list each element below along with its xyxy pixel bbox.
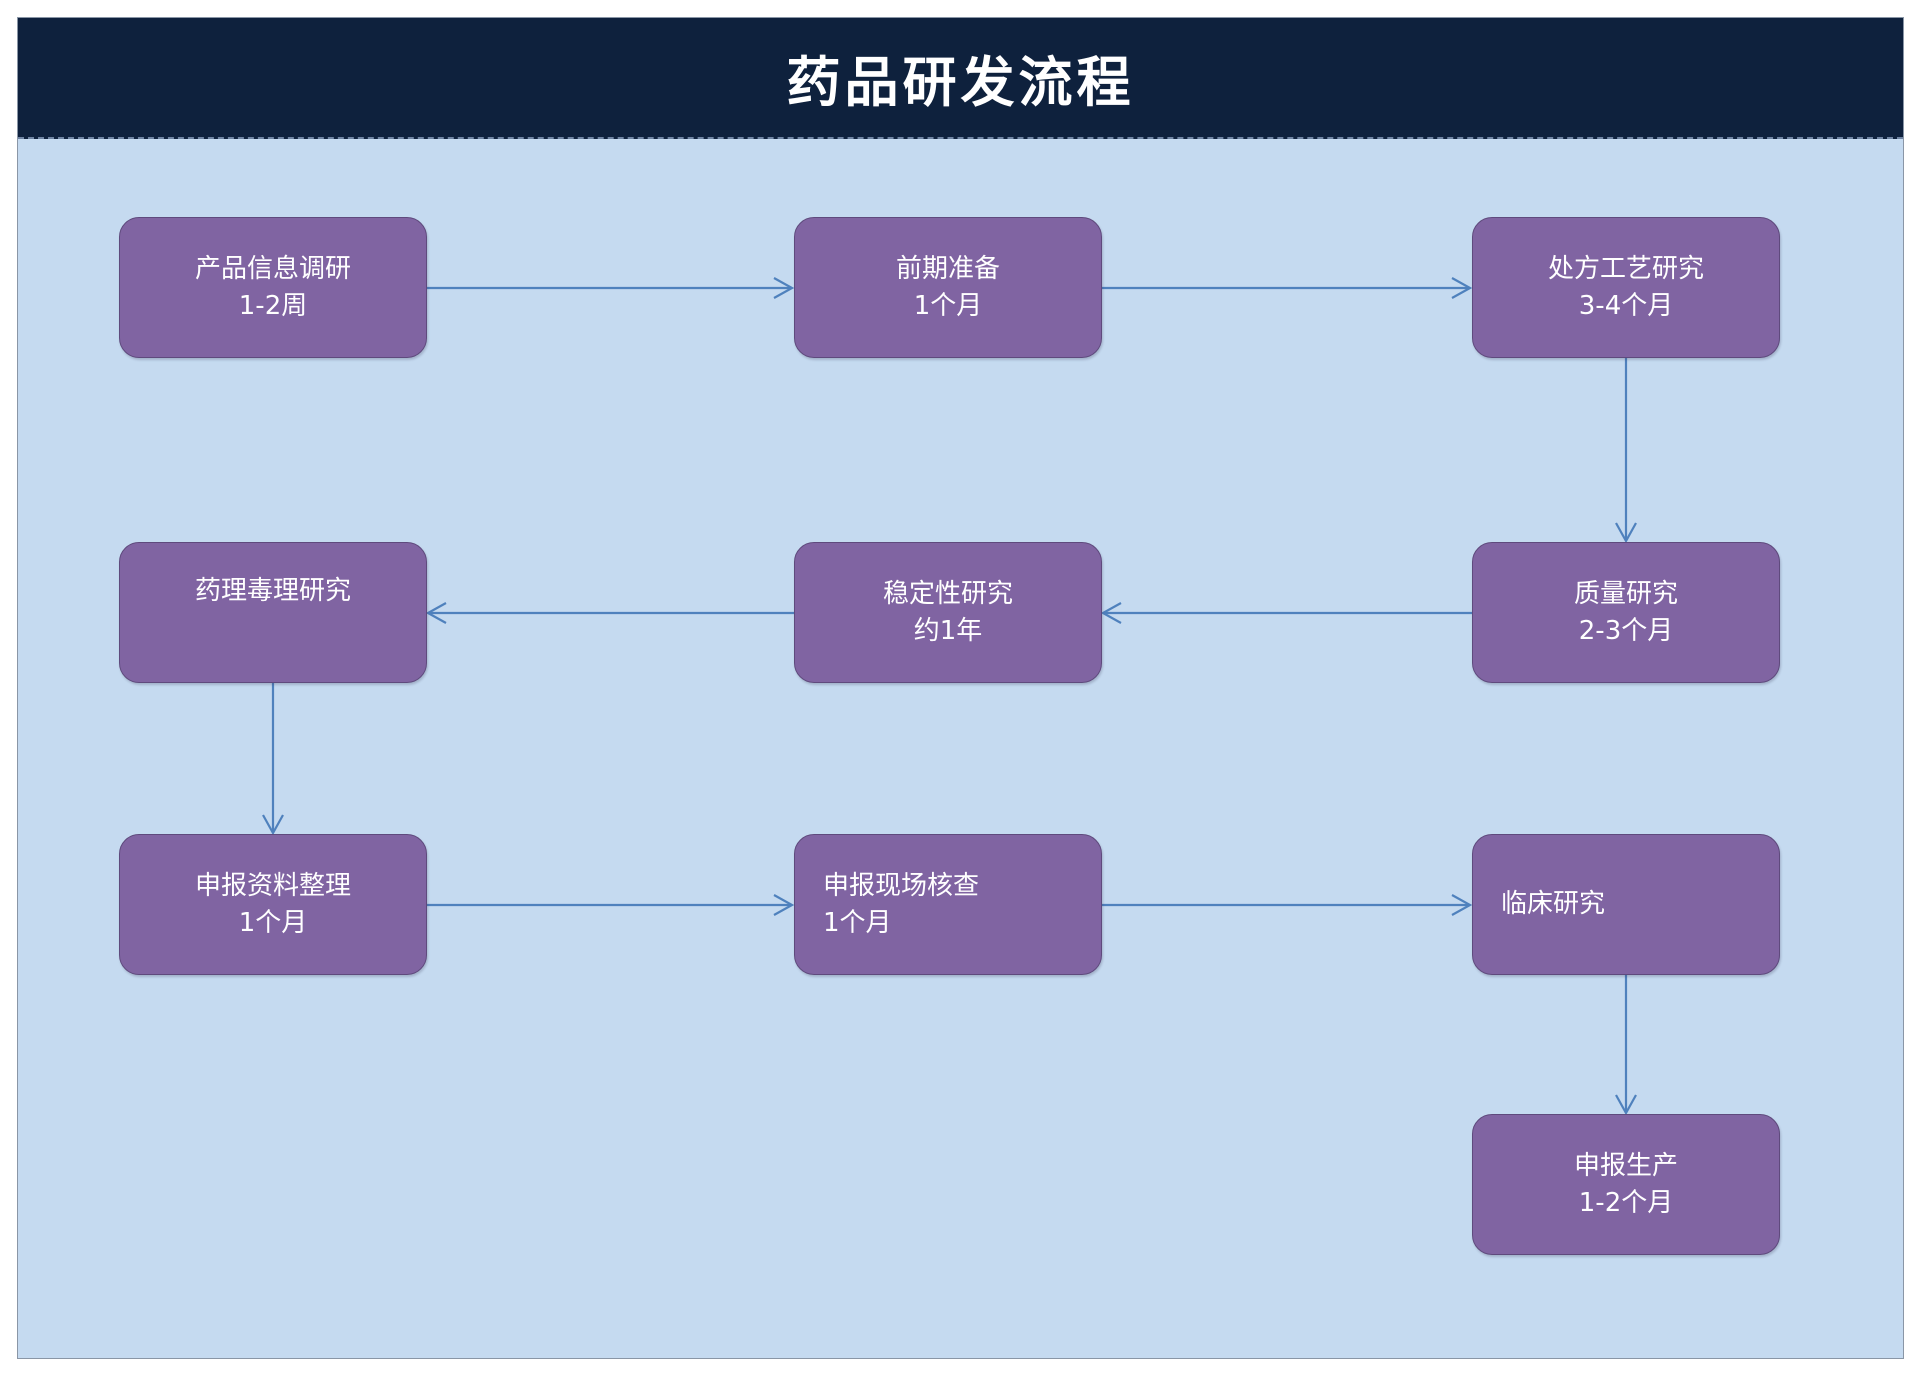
arrowhead-n6-n7 xyxy=(262,814,284,836)
arrowhead-n9-n10 xyxy=(1615,1094,1637,1116)
node-dossier-prep: 申报资料整理 1个月 xyxy=(119,834,427,975)
node-duration: 1个月 xyxy=(238,907,308,938)
node-preparation: 前期准备 1个月 xyxy=(794,217,1102,358)
node-site-inspection: 申报现场核查 1个月 xyxy=(794,834,1102,975)
arrowhead-n3-n4 xyxy=(1615,522,1637,544)
node-duration: 1-2周 xyxy=(238,290,308,321)
node-label: 申报资料整理 xyxy=(194,870,351,901)
arrowhead-n8-n9 xyxy=(1451,894,1473,916)
node-formulation-process: 处方工艺研究 3-4个月 xyxy=(1472,217,1780,358)
arrowhead-n5-n6 xyxy=(425,602,447,624)
node-label: 质量研究 xyxy=(1573,578,1678,609)
node-duration: 1个月 xyxy=(823,907,892,938)
node-quality: 质量研究 2-3个月 xyxy=(1472,542,1780,683)
node-label: 产品信息调研 xyxy=(194,253,351,284)
node-pharmacology-toxicology: 药理毒理研究 xyxy=(119,542,427,683)
node-stability: 稳定性研究 约1年 xyxy=(794,542,1102,683)
arrowhead-n4-n5 xyxy=(1100,602,1122,624)
arrowhead-n7-n8 xyxy=(773,894,795,916)
node-label: 申报现场核查 xyxy=(823,870,980,901)
title-bar: 药品研发流程 xyxy=(18,18,1903,139)
node-duration: 3-4个月 xyxy=(1578,290,1674,321)
arrowhead-n1-n2 xyxy=(773,277,795,299)
node-label: 药理毒理研究 xyxy=(194,576,351,606)
node-label: 申报生产 xyxy=(1573,1150,1678,1181)
arrowhead-n2-n3 xyxy=(1451,277,1473,299)
page-title: 药品研发流程 xyxy=(786,50,1135,114)
node-clinical: 临床研究 xyxy=(1472,834,1780,975)
node-label: 前期准备 xyxy=(895,253,1000,284)
node-duration: 1-2个月 xyxy=(1578,1187,1674,1218)
node-duration: 约1年 xyxy=(913,615,983,646)
node-duration: 2-3个月 xyxy=(1578,615,1674,646)
node-label: 临床研究 xyxy=(1501,889,1606,919)
node-label: 稳定性研究 xyxy=(882,578,1013,609)
node-production-application: 申报生产 1-2个月 xyxy=(1472,1114,1780,1255)
node-label: 处方工艺研究 xyxy=(1547,253,1704,284)
node-product-research: 产品信息调研 1-2周 xyxy=(119,217,427,358)
node-duration: 1个月 xyxy=(913,290,983,321)
